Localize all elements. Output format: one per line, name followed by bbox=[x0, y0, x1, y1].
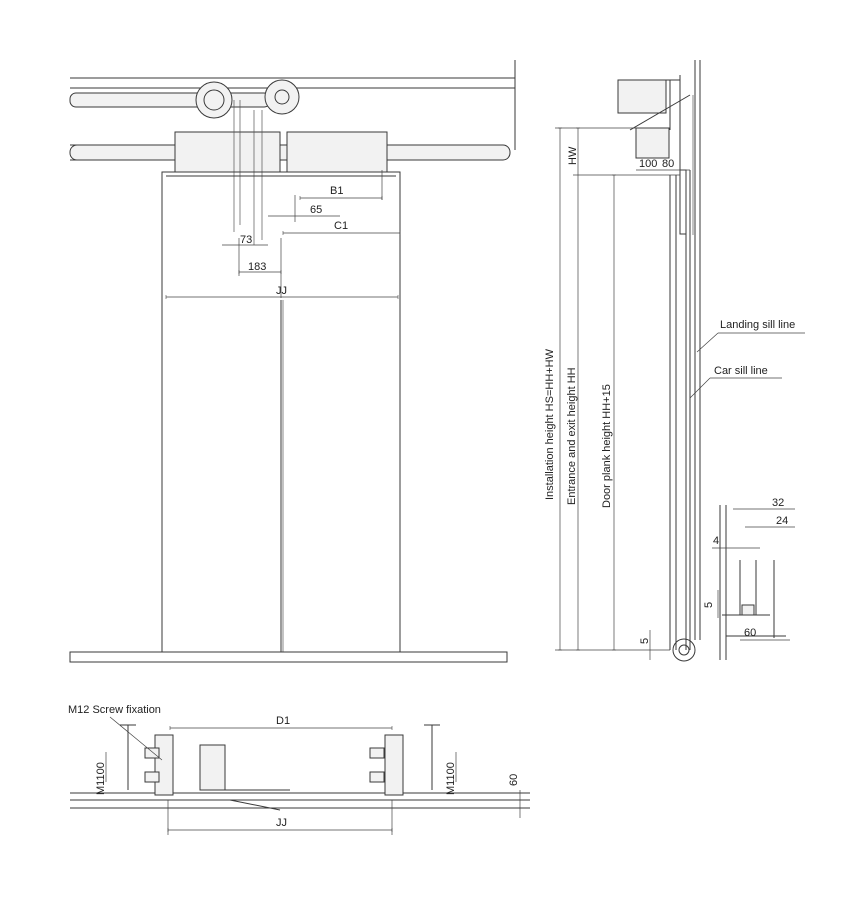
dim-jj-plan-label: JJ bbox=[276, 817, 287, 829]
dim-32-label: 32 bbox=[772, 497, 784, 509]
hanger-plate-right bbox=[286, 131, 388, 173]
floor-sill bbox=[69, 651, 508, 663]
hanger-block bbox=[635, 127, 670, 159]
dim-60-label: 60 bbox=[744, 627, 756, 639]
dim-24-label: 24 bbox=[776, 515, 788, 527]
sill-roller bbox=[672, 638, 696, 662]
side-section: HW Installation height HS=HH+HW Entrance… bbox=[544, 60, 805, 662]
operator-box bbox=[617, 79, 667, 114]
dim-b1-label: B1 bbox=[330, 185, 343, 197]
dim-hw-label: HW bbox=[567, 146, 579, 165]
idler-pulley bbox=[264, 79, 300, 115]
m1100-left-label: M1100 bbox=[95, 762, 107, 795]
front-elevation: B1 65 C1 73 183 JJ bbox=[69, 60, 516, 663]
car-sill-line-label: Car sill line bbox=[714, 365, 768, 377]
dim-5-lower-label: 5 bbox=[639, 638, 651, 644]
bracket-left bbox=[154, 734, 174, 796]
hanger-plate-left bbox=[174, 131, 281, 173]
entrance-height-label: Entrance and exit height HH bbox=[566, 367, 578, 505]
dim-4-label: 4 bbox=[713, 535, 719, 547]
dim-60-plan-label: 60 bbox=[508, 774, 520, 786]
dim-5-upper-label: 5 bbox=[703, 602, 715, 608]
plan-view: M12 Screw fixation D1 M1100 M1100 60 JJ bbox=[68, 704, 530, 835]
dim-73-label: 73 bbox=[240, 234, 252, 246]
motor-box bbox=[199, 744, 226, 791]
landing-sill-line-label: Landing sill line bbox=[720, 319, 795, 331]
dim-80-label: 80 bbox=[662, 158, 674, 170]
dim-183-label: 183 bbox=[248, 261, 266, 273]
dim-c1-label: C1 bbox=[334, 220, 348, 232]
dim-d1-label: D1 bbox=[276, 715, 290, 727]
m1100-right-label: M1100 bbox=[445, 762, 457, 795]
m12-screw-label: M12 Screw fixation bbox=[68, 704, 161, 716]
drive-pulley bbox=[195, 81, 233, 119]
dim-65-label: 65 bbox=[310, 204, 322, 216]
door-plank-height-label: Door plank height HH+15 bbox=[601, 384, 613, 508]
dim-jj-label: JJ bbox=[276, 285, 287, 297]
bracket-right bbox=[384, 734, 404, 796]
dim-100-label: 100 bbox=[639, 158, 657, 170]
installation-height-label: Installation height HS=HH+HW bbox=[544, 348, 556, 500]
